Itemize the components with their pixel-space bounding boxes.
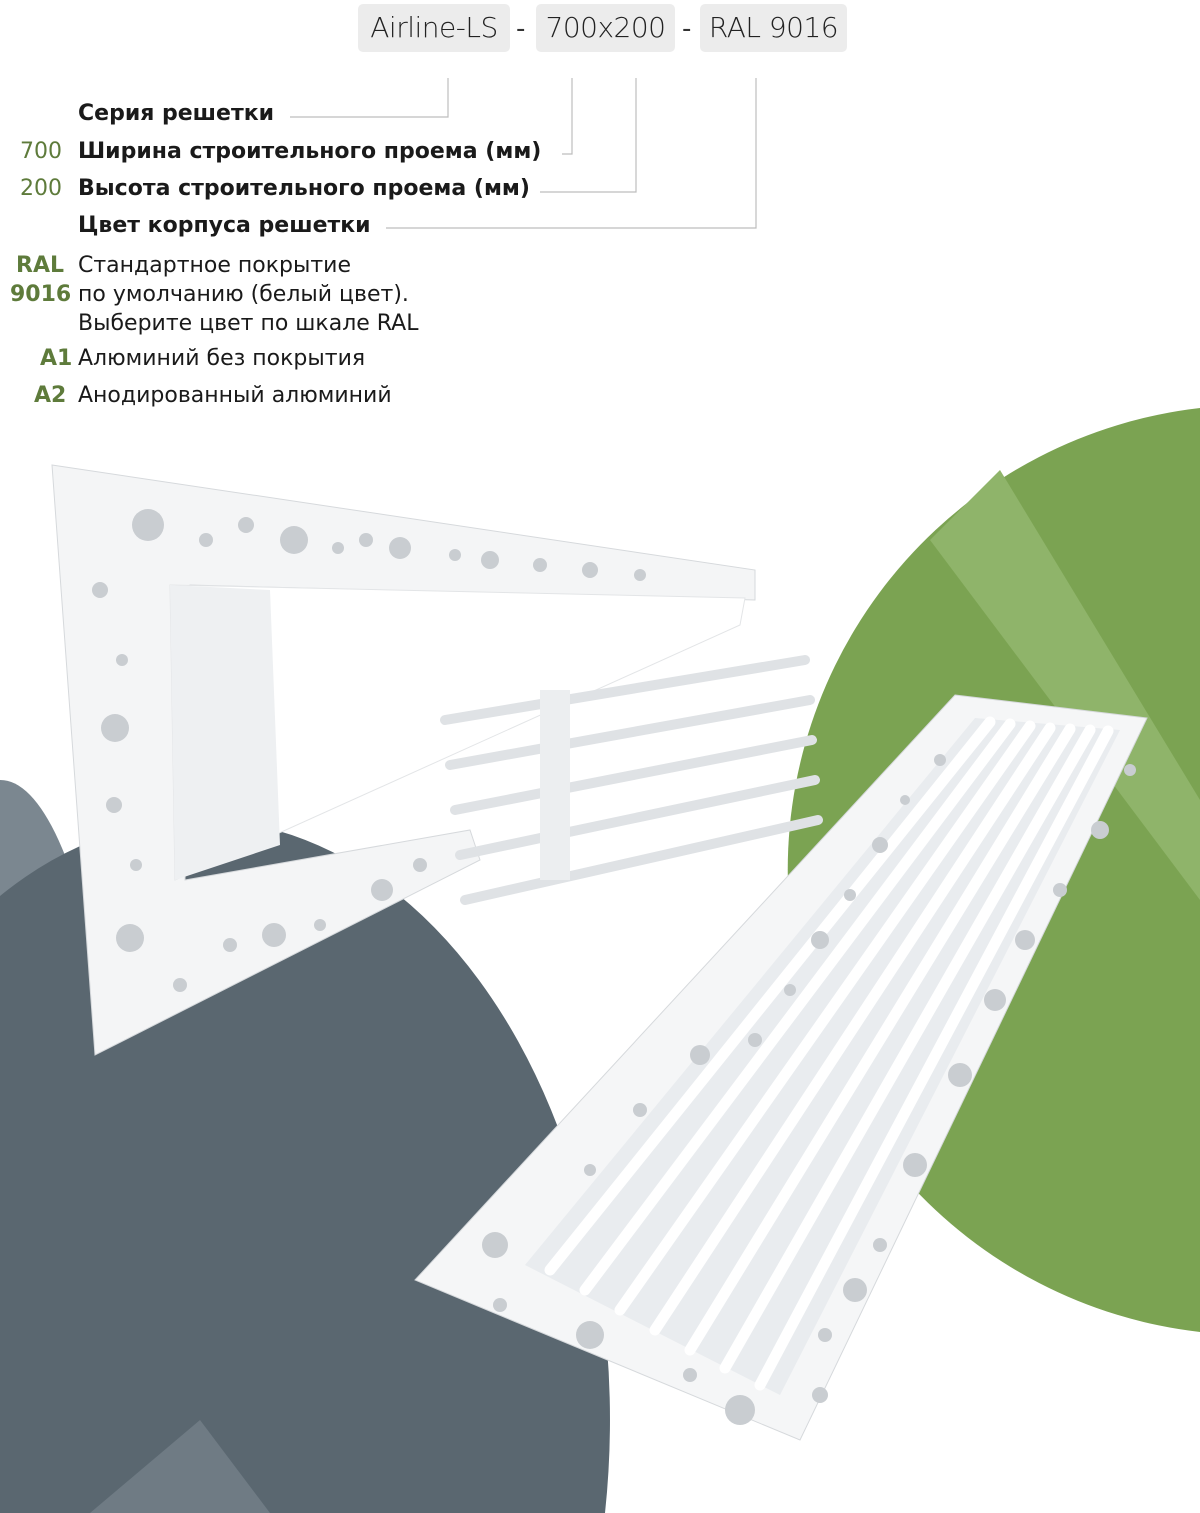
legend-label: Высота строительного проема (мм) (78, 176, 530, 201)
option-code: A1 (40, 346, 73, 371)
green-circle-highlight (930, 470, 1200, 900)
grille-image-right (414, 694, 1148, 1441)
option-code: A2 (34, 383, 67, 408)
option-text: Алюминий без покрытия (78, 346, 366, 371)
legend-code: 700 (20, 139, 62, 164)
legend-code: 200 (20, 176, 62, 201)
option-code: RAL (16, 253, 64, 278)
slate-highlight (90, 1420, 270, 1513)
grille-image-left (51, 464, 823, 1056)
legend-label: Цвет корпуса решетки (78, 213, 371, 238)
option-text: Анодированный алюминий (78, 383, 392, 408)
connector-lines (290, 78, 757, 229)
separator: - (682, 14, 692, 44)
option-text: Стандартное покрытие (78, 253, 352, 278)
size-chip: 700x200 (536, 4, 675, 52)
separator: - (516, 14, 526, 44)
legend-label: Серия решетки (78, 101, 275, 126)
color-chip: RAL 9016 (700, 4, 847, 52)
legend-label: Ширина строительного проема (мм) (78, 139, 542, 164)
option-text: Выберите цвет по шкале RAL (78, 311, 419, 336)
series-chip: Airline-LS (358, 4, 510, 52)
option-text: по умолчанию (белый цвет). (78, 282, 409, 307)
option-code: 9016 (10, 282, 72, 307)
